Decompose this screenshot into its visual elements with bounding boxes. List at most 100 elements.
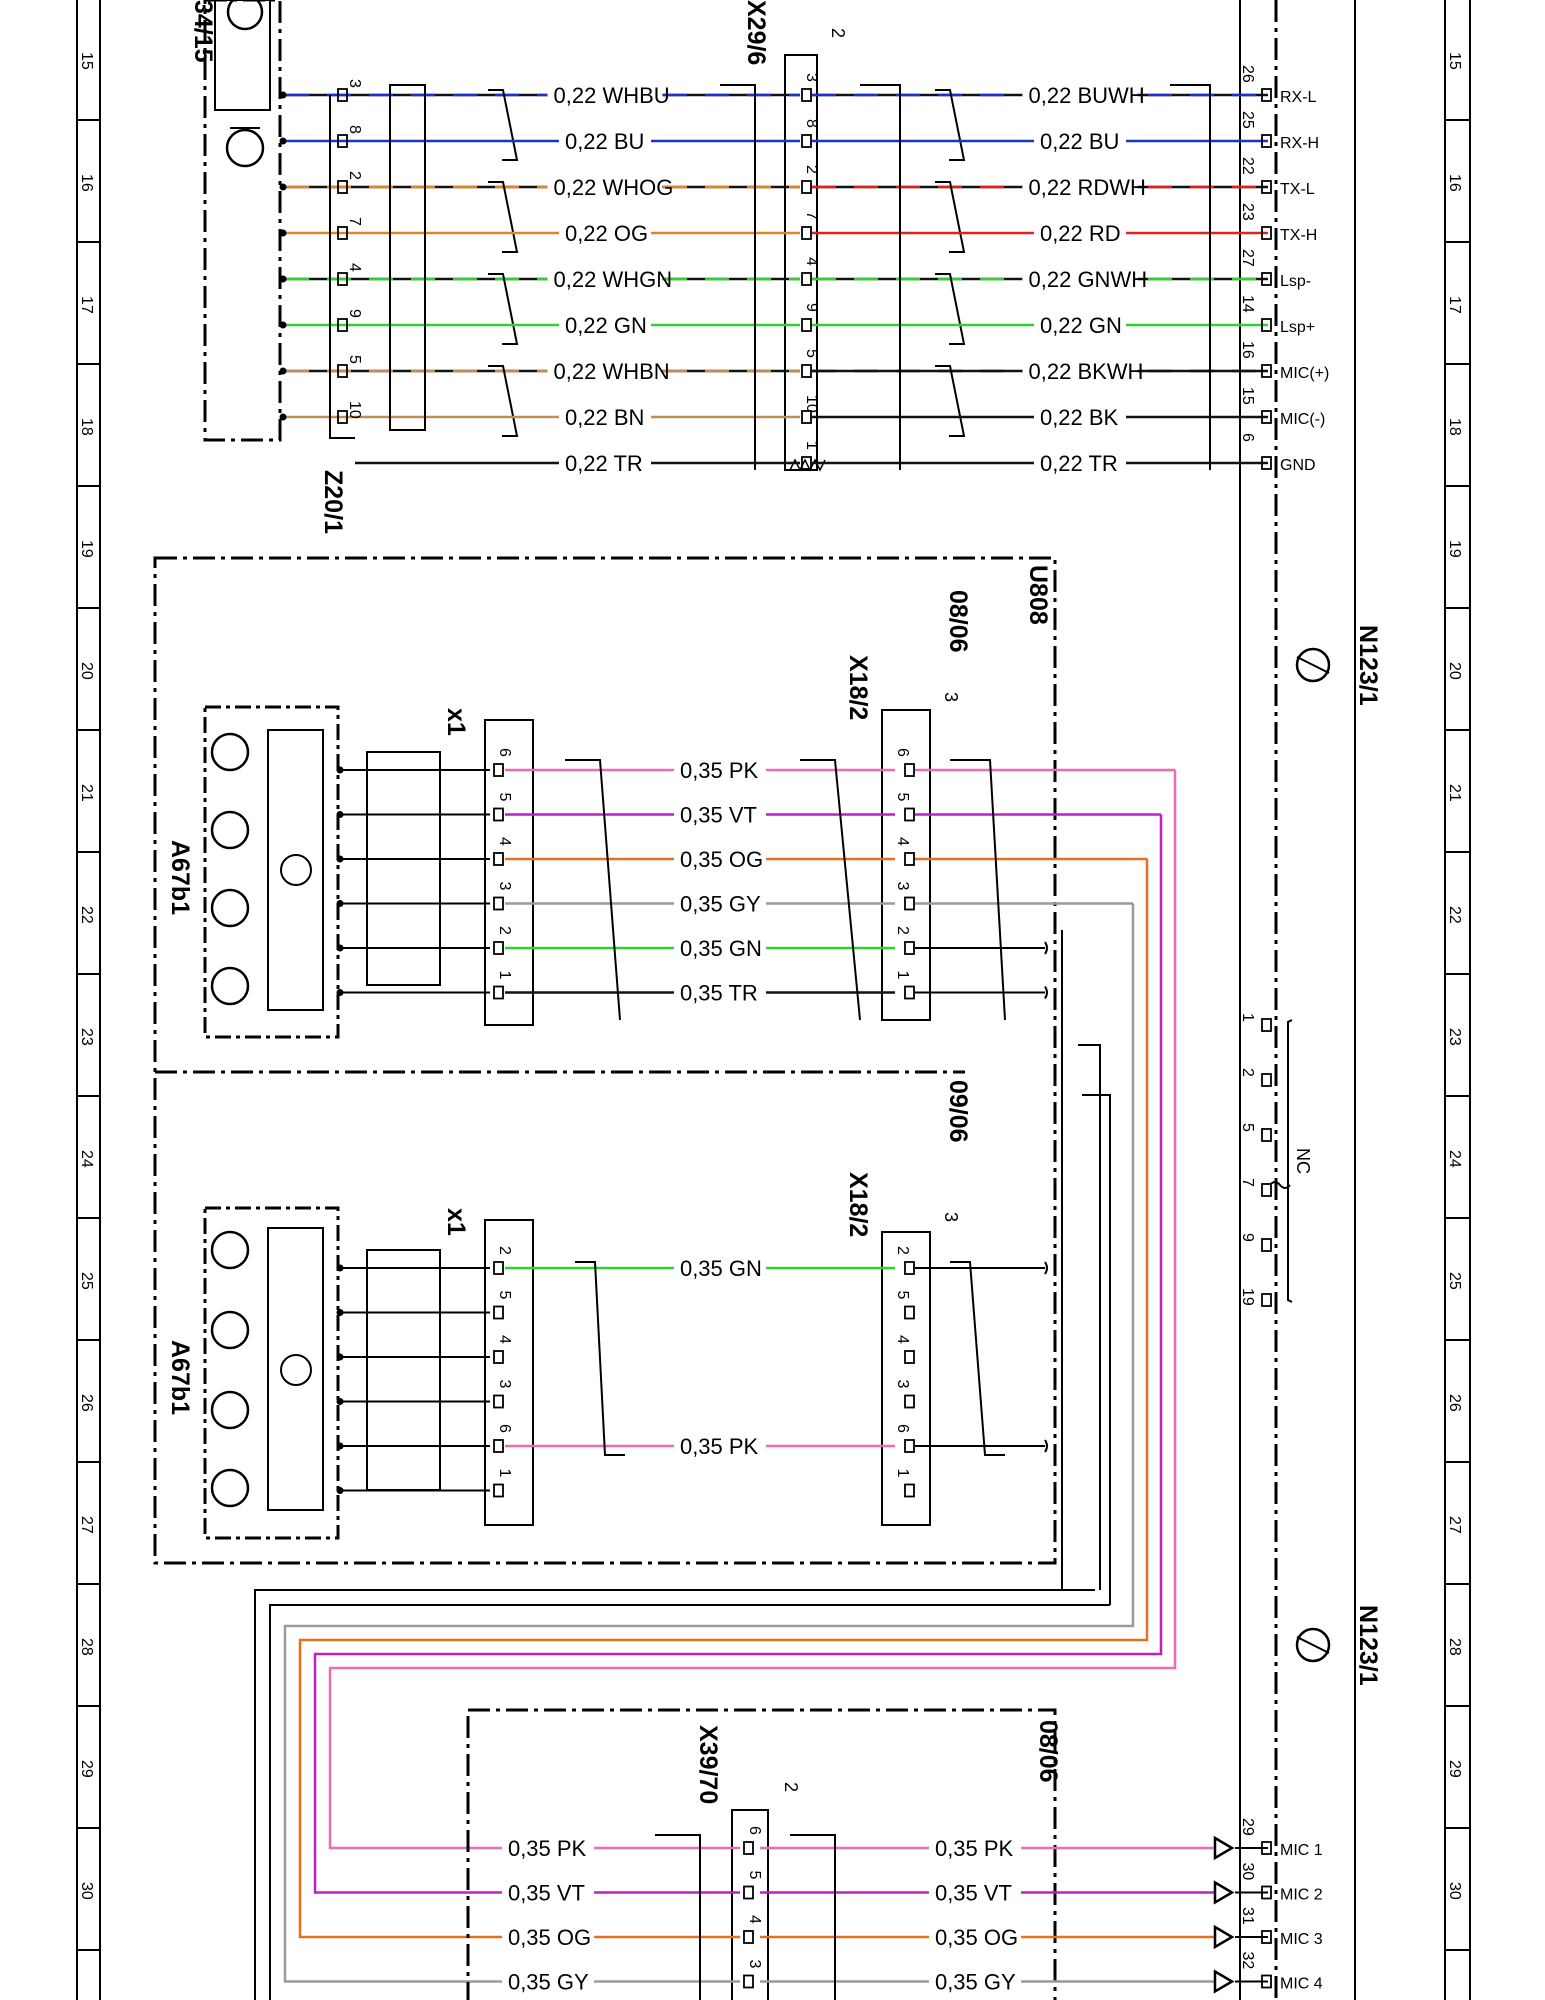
label-bg [1022,81,1138,107]
wire-label-right: 0,22 BKWH [1029,359,1144,384]
pin-number-x18: 3 [894,1380,911,1389]
ruler-number-right: 27 [1446,1516,1463,1534]
label-bg [501,1967,595,1994]
label-bg [928,1923,1022,1949]
ruler-number-left: 15 [78,52,95,70]
pin-terminal [743,1930,754,1944]
wire-label-left: 0,22 WHOG [554,175,674,200]
pin-number-a: 2 [346,171,363,180]
signal-name: RX-L [1280,89,1317,106]
pin-terminal [801,226,812,240]
junction-dot [279,321,287,329]
label-bg [673,1254,767,1280]
pin-terminal [1261,88,1272,102]
label-u808: U808 [1024,565,1052,625]
pin-terminal [1261,1018,1272,1032]
wire-label-left: 0,22 GN [565,313,647,338]
pin-terminal [337,318,348,332]
signal-name: TX-L [1280,181,1315,198]
right-ruler [1444,0,1471,2000]
ruler-number-right: 25 [1446,1272,1463,1290]
twist-mark [488,273,519,345]
pin-terminal [1261,1930,1272,1944]
pin-number-n: 30 [1239,1863,1256,1881]
pin-number-n: 25 [1239,111,1256,129]
pin-terminal [904,1439,915,1453]
nc-pin-number: 9 [1239,1233,1256,1242]
pin-terminal [1261,1841,1272,1855]
pin-terminal [1261,318,1272,332]
label-x1-upper: x1 [442,708,470,736]
wire-label: 0,35 OG [680,847,763,872]
pin-number-x18: 4 [894,837,911,846]
twist-mark [935,181,966,253]
ruler-number-left: 25 [78,1272,95,1290]
pin-terminal [904,985,915,1000]
pin-terminal [1261,180,1272,194]
wire-label-right: 0,22 BK [1040,405,1119,430]
pin-number-x18: 2 [894,926,911,935]
wire-label: 0,35 VT [680,803,757,828]
shield-outline [950,759,1006,1021]
wire-label-right: 0,22 BU [1040,129,1120,154]
pin-number-n: 31 [1239,1907,1256,1925]
pin-number-x1: 3 [496,1380,513,1389]
antenna-symbol-a [1295,647,1331,683]
pin-number-x18: 5 [894,1291,911,1300]
pin-terminal [904,1350,915,1364]
pin-terminal [493,1394,504,1409]
wire-label-left: 0,35 GY [508,1970,589,1995]
pin-number-x39: 5 [746,1871,763,1880]
pin-terminal [493,896,504,911]
pin-terminal [337,364,348,378]
twist-mark [488,365,519,437]
pin-number-x18: 1 [894,1469,911,1478]
connector-x18-2-lower [881,1231,931,1526]
label-version-09-06: 09/06 [944,1080,972,1143]
pin-number-b: 1 [803,441,820,450]
pin-number-n: 27 [1239,249,1256,267]
junction-dot [279,183,287,191]
shield-outline [790,1834,836,2000]
pin-terminal [337,134,348,148]
label-a67b1-lower: A67b1 [166,1340,194,1415]
shield-outline [800,759,861,1021]
ruler-number-left: 21 [78,784,95,802]
label-bg [1022,357,1138,383]
twist-mark [488,181,519,253]
pin-number-n: 32 [1239,1952,1256,1970]
junction-dot [279,137,287,145]
component-b34-15 [203,0,282,442]
pin-number-a: 8 [346,125,363,134]
shield-outline [860,84,901,470]
label-bg [547,81,663,107]
wire-label: 0,35 GN [680,936,762,961]
pin-terminal [1261,410,1272,424]
label-x18-2-lower: X18/2 [844,1172,872,1237]
label-bg [558,311,652,337]
routed-wire [254,1589,1095,2000]
ruler-number-left: 28 [78,1638,95,1656]
pin-terminal [1261,1183,1272,1197]
ruler-number-right: 15 [1446,52,1463,70]
signal-name: MIC 2 [1280,1887,1323,1904]
label-bg [1033,311,1127,337]
ruler-number-left: 24 [78,1150,95,1168]
ruler-number-right: 24 [1446,1150,1463,1168]
ruler-number-left: 29 [78,1760,95,1778]
pin-number-n: 29 [1239,1818,1256,1836]
junction-dot [336,855,344,863]
left-ruler [76,0,101,2000]
pin-terminal [801,180,812,194]
wire-end [1044,985,1048,1000]
junction-dot [279,275,287,283]
label-bg [547,265,663,291]
routed-wire [269,1604,1110,2000]
pin-terminal [904,807,915,822]
wire-label-left: 0,35 OG [508,1925,591,1950]
connector-x39-70 [731,1809,769,2000]
pin-terminal [1261,1128,1272,1142]
label-version-08-06-b: 08/06 [1034,1720,1062,1783]
